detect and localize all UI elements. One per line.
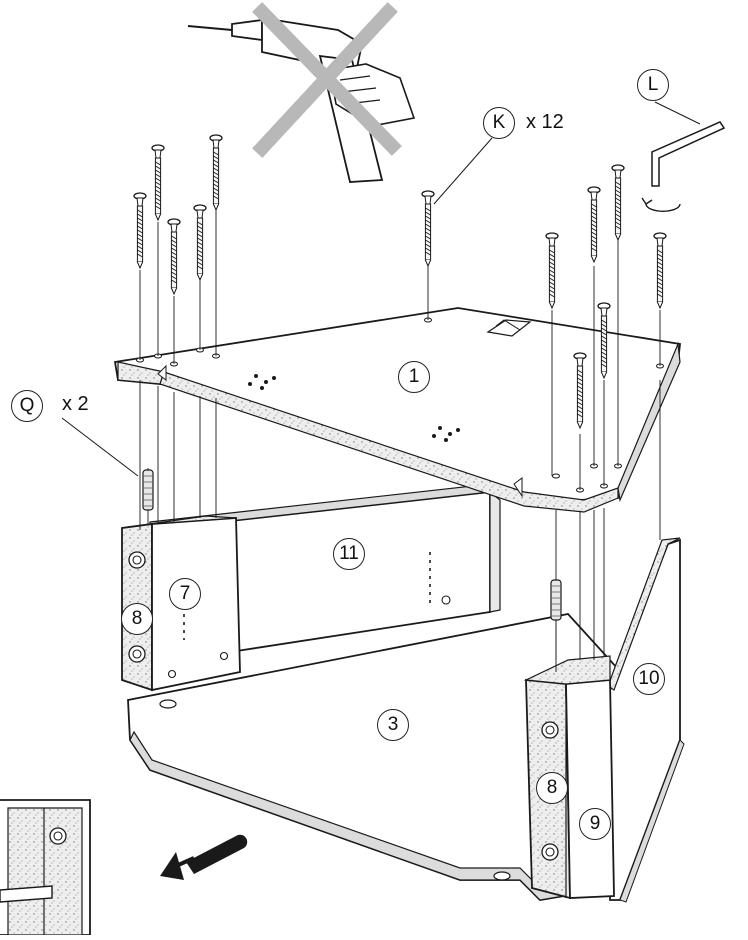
panel-10-side — [607, 537, 685, 903]
label-part-9: 9 — [579, 808, 611, 840]
screw-icon — [421, 190, 435, 267]
dowel-icon — [550, 579, 562, 621]
leader-line-l — [654, 101, 701, 125]
screw-icon — [611, 164, 625, 241]
screw-icon — [151, 144, 165, 221]
label-part-8-left: 8 — [121, 603, 153, 635]
leader-line-k — [433, 137, 493, 205]
label-part-10: 10 — [633, 663, 665, 695]
panel-8-9-right-post — [523, 655, 615, 900]
screw-icon — [133, 192, 147, 269]
screw-icon — [209, 134, 223, 211]
screw-icon — [193, 204, 207, 281]
panel-1-top — [113, 307, 681, 513]
arrow-left-icon — [160, 834, 248, 880]
allen-key-icon — [641, 121, 726, 212]
no-power-drill-icon — [187, 2, 416, 183]
label-part-3: 3 — [377, 709, 409, 741]
dowel-icon — [142, 469, 154, 511]
label-l: L — [637, 69, 669, 101]
screw-icon — [545, 232, 559, 309]
screw-icon — [587, 186, 601, 263]
screw-icon — [167, 218, 181, 295]
label-part-8-right: 8 — [536, 772, 568, 804]
label-q: Q — [11, 390, 43, 422]
screw-icon — [653, 232, 667, 309]
label-k: K — [483, 107, 515, 139]
label-part-1: 1 — [398, 361, 430, 393]
label-q-quantity: x 2 — [62, 393, 89, 415]
label-k-quantity: x 12 — [526, 111, 564, 133]
label-part-7: 7 — [169, 578, 201, 610]
detail-inset — [0, 799, 91, 936]
leader-line-q — [61, 417, 139, 477]
label-part-11: 11 — [333, 538, 365, 570]
